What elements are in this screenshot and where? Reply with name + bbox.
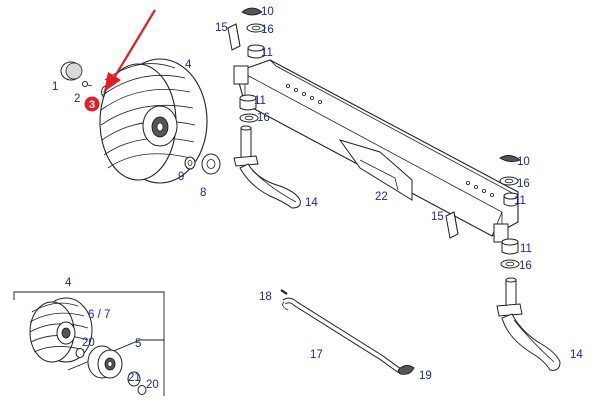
callout-14-right: 14 [570,349,583,361]
bolt-part [82,81,93,87]
callout-10-top: 10 [261,6,274,18]
callout-5: 5 [135,338,141,350]
callout-16-top: 16 [261,24,274,36]
callout-1: 1 [52,81,58,93]
clamp-part-left [227,23,241,51]
pointer-arrow [104,9,156,92]
axle-frame-part [233,59,519,243]
cap-part-left [241,7,263,16]
callout-6-7: 6 / 7 [88,309,110,321]
callout-3-badge: 3 [84,96,100,112]
spindle-arm-left [233,125,301,209]
washer-stack-right [499,176,519,207]
callout-19: 19 [419,370,432,382]
bushing-part-left [239,94,257,111]
callout-17: 17 [310,349,323,361]
hub-cap-part [60,61,83,81]
callout-20-a: 20 [82,337,95,349]
callout-11-a: 11 [261,47,273,59]
tire-part [99,58,208,184]
bushing-part-right [501,238,519,255]
callout-15-top: 15 [215,22,228,34]
callout-21: 21 [128,372,141,384]
callout-2: 2 [74,93,80,105]
callout-9: 9 [178,171,184,183]
seal-part-left [239,113,259,123]
clamp-part-right [445,211,459,239]
callout-11-b: 11 [254,95,266,107]
spacer-part [201,153,221,175]
callout-10-right: 10 [517,156,530,168]
callout-15-mid: 15 [431,211,444,223]
bearing-part [184,156,196,170]
washer-stack-left [246,23,266,59]
callout-8: 8 [200,187,206,199]
seal-part-right [500,259,520,269]
callout-18: 18 [259,291,272,303]
callout-22: 22 [375,191,388,203]
callout-3: 3 [89,99,95,111]
cap-part-right [499,155,521,162]
callout-16-bottom: 16 [519,260,532,272]
inset-wheel-detail [13,291,165,396]
callout-4-inset: 4 [65,277,72,289]
callout-16-right: 16 [517,178,530,190]
callout-4-top: 4 [185,59,192,71]
callout-16-mid: 16 [257,112,270,124]
spindle-arm-right [496,277,561,371]
callout-20-b: 20 [146,379,159,391]
clip-part [397,365,415,375]
steering-rod-part [282,297,404,375]
callout-11-d: 11 [520,243,532,255]
pin-part [280,289,288,295]
callout-11-c: 11 [514,195,526,207]
callout-14-left: 14 [305,197,318,209]
